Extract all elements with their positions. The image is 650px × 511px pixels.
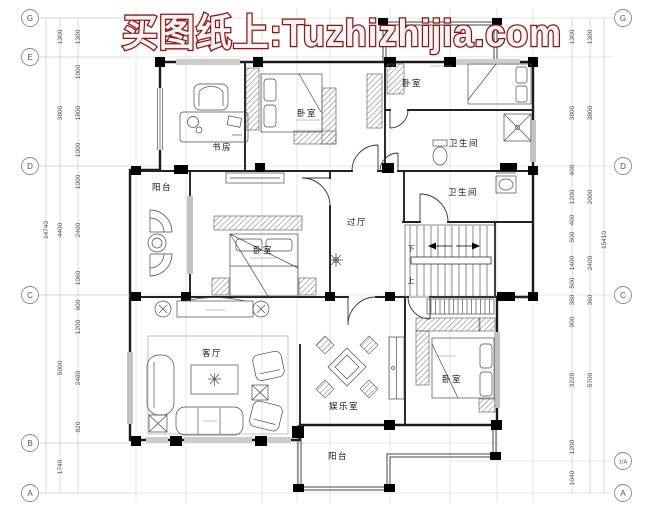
grid-bubble-right-1a: 1/A <box>619 460 628 466</box>
dim-label: 1000 <box>75 64 82 79</box>
stairs-down-label: 下 <box>408 245 415 253</box>
bedroom-top-right-furniture <box>386 63 532 105</box>
dim-label: 3800 <box>569 105 576 120</box>
grid-bubble-left-e: E <box>27 53 32 62</box>
room-label-bedroom-bottom: 卧室 <box>442 374 462 384</box>
stair-direction-arrows <box>428 242 480 250</box>
bathroom-mid-fixtures <box>495 172 517 194</box>
dim-label: 1300 <box>569 29 576 44</box>
dim-label: 1000 <box>75 174 82 189</box>
dim-label: 5000 <box>57 360 64 375</box>
dim-label: 2480 <box>75 370 82 385</box>
dim-label: 3800 <box>57 105 64 120</box>
dim-label: 3220 <box>569 372 576 387</box>
staircase: 下 上 <box>404 224 496 298</box>
windows <box>127 59 536 443</box>
dim-label: 1400 <box>569 255 576 270</box>
hall-plant <box>329 253 343 267</box>
balcony-railings <box>297 21 498 491</box>
bedroom-master-furniture <box>211 172 317 297</box>
dim-label: 1800 <box>75 105 82 120</box>
construction-grid-lines <box>40 8 612 503</box>
dim-label: 500 <box>569 277 576 288</box>
bedroom-top-furniture <box>245 67 383 145</box>
room-label-bathroom-top: 卫生间 <box>449 138 479 148</box>
dim-label: 900 <box>569 316 576 327</box>
dim-label: 2000 <box>587 189 594 204</box>
room-label-bathroom-mid: 卫生间 <box>448 187 478 197</box>
dim-label: 1060 <box>75 270 82 285</box>
room-label-bedroom-top: 卧室 <box>297 108 317 118</box>
grid-bubble-left-a: A <box>27 489 33 498</box>
entertainment-furniture <box>315 335 405 400</box>
dim-label: 15410 <box>601 231 608 249</box>
dim-label: 820 <box>75 421 82 432</box>
dim-label: 14740 <box>43 221 50 239</box>
dim-label: 1200 <box>569 189 576 204</box>
dim-label: 4400 <box>57 222 64 237</box>
dim-label: 1200 <box>75 319 82 334</box>
dim-label: 380 <box>569 294 576 305</box>
bathroom-top-fixtures <box>432 113 532 166</box>
dim-label: 500 <box>569 231 576 242</box>
room-label-balcony-bottom: 阳台 <box>328 451 348 461</box>
dim-label: 360 <box>587 294 594 305</box>
dim-label: 600 <box>75 299 82 310</box>
dim-label: 2400 <box>75 222 82 237</box>
stairs-up-label: 上 <box>408 276 415 285</box>
dim-label: 2400 <box>587 255 594 270</box>
dim-label: 1000 <box>75 142 82 157</box>
dim-label: 1300 <box>57 29 64 44</box>
dim-label: 1200 <box>569 439 576 454</box>
grid-bubble-left-b: B <box>27 439 32 448</box>
dim-label: 5700 <box>587 372 594 387</box>
dim-label: 3800 <box>587 105 594 120</box>
bedroom-bottom-furniture <box>415 298 496 413</box>
balcony-left-furniture <box>147 209 173 277</box>
room-label-bedroom-master: 卧室 <box>253 245 273 255</box>
dim-label: 1300 <box>75 29 82 44</box>
furniture <box>146 63 532 436</box>
grid-bubble-left-g: G <box>27 14 33 23</box>
grid-bubble-left-d: D <box>27 162 33 171</box>
room-labels: 书房 卧室 卧室 卫生间 阳台 卧室 过厅 卫生间 客厅 娱乐室 卧室 阳台 <box>152 78 479 461</box>
watermark-text: 买图纸上:Tuzhizhijia.com <box>122 13 562 55</box>
study-furniture <box>179 83 249 143</box>
grid-bubble-right-g: G <box>620 14 626 23</box>
dim-label: 1740 <box>57 459 64 474</box>
dim-label: 400 <box>569 214 576 225</box>
room-label-hall: 过厅 <box>347 217 367 227</box>
room-label-bedroom-top-right: 卧室 <box>402 78 422 88</box>
dim-label: 400 <box>569 164 576 175</box>
grid-bubble-left-c: C <box>27 291 33 300</box>
living-room-furniture <box>146 297 289 436</box>
room-label-study: 书房 <box>212 142 232 152</box>
stair-handrail <box>410 256 492 265</box>
grid-bubble-right-c: C <box>620 291 626 300</box>
grid-bubble-right-a: A <box>620 489 626 498</box>
wall-columns <box>131 18 538 492</box>
dim-label: 1040 <box>569 470 576 485</box>
dimension-labels: 14740 1300 3800 4400 5000 1740 1300 1000… <box>43 29 608 485</box>
dim-label: 1300 <box>587 29 594 44</box>
room-label-balcony-left: 阳台 <box>152 182 172 192</box>
grid-bubbles: G E D C B A G D C 1/A A <box>21 9 632 502</box>
grid-bubble-right-d: D <box>620 162 626 171</box>
room-label-living: 客厅 <box>202 348 222 358</box>
room-label-entertainment: 娱乐室 <box>329 401 359 411</box>
